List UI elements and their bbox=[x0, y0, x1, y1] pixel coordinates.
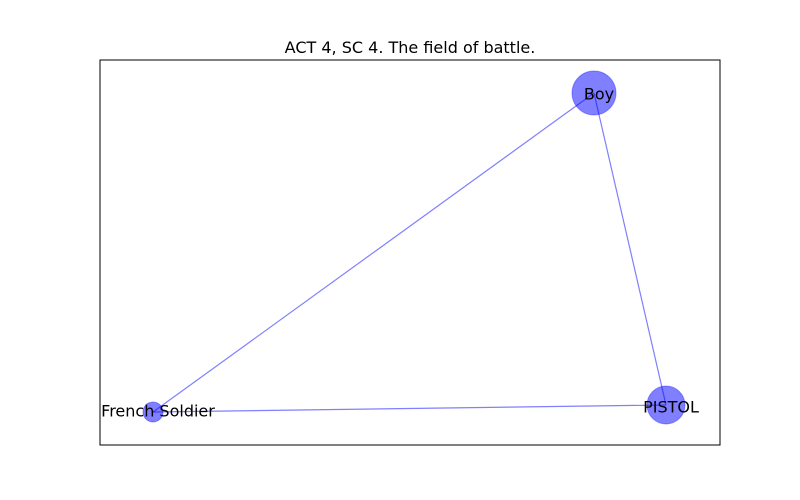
edge-boy-french_soldier bbox=[152, 92, 595, 413]
node-pistol bbox=[646, 385, 686, 425]
node-label-french_soldier: French Soldier bbox=[101, 402, 215, 421]
node-boy bbox=[571, 70, 617, 116]
edge-boy-pistol bbox=[593, 92, 667, 406]
node-label-boy: Boy bbox=[584, 85, 614, 104]
plot-frame bbox=[99, 59, 721, 446]
nodes-layer bbox=[142, 70, 686, 425]
node-french_soldier bbox=[142, 401, 164, 423]
edge-french_soldier-pistol bbox=[152, 404, 667, 413]
edges-layer bbox=[152, 92, 667, 413]
node-label-pistol: PISTOL bbox=[643, 398, 699, 417]
chart-title: ACT 4, SC 4. The field of battle. bbox=[285, 38, 536, 57]
